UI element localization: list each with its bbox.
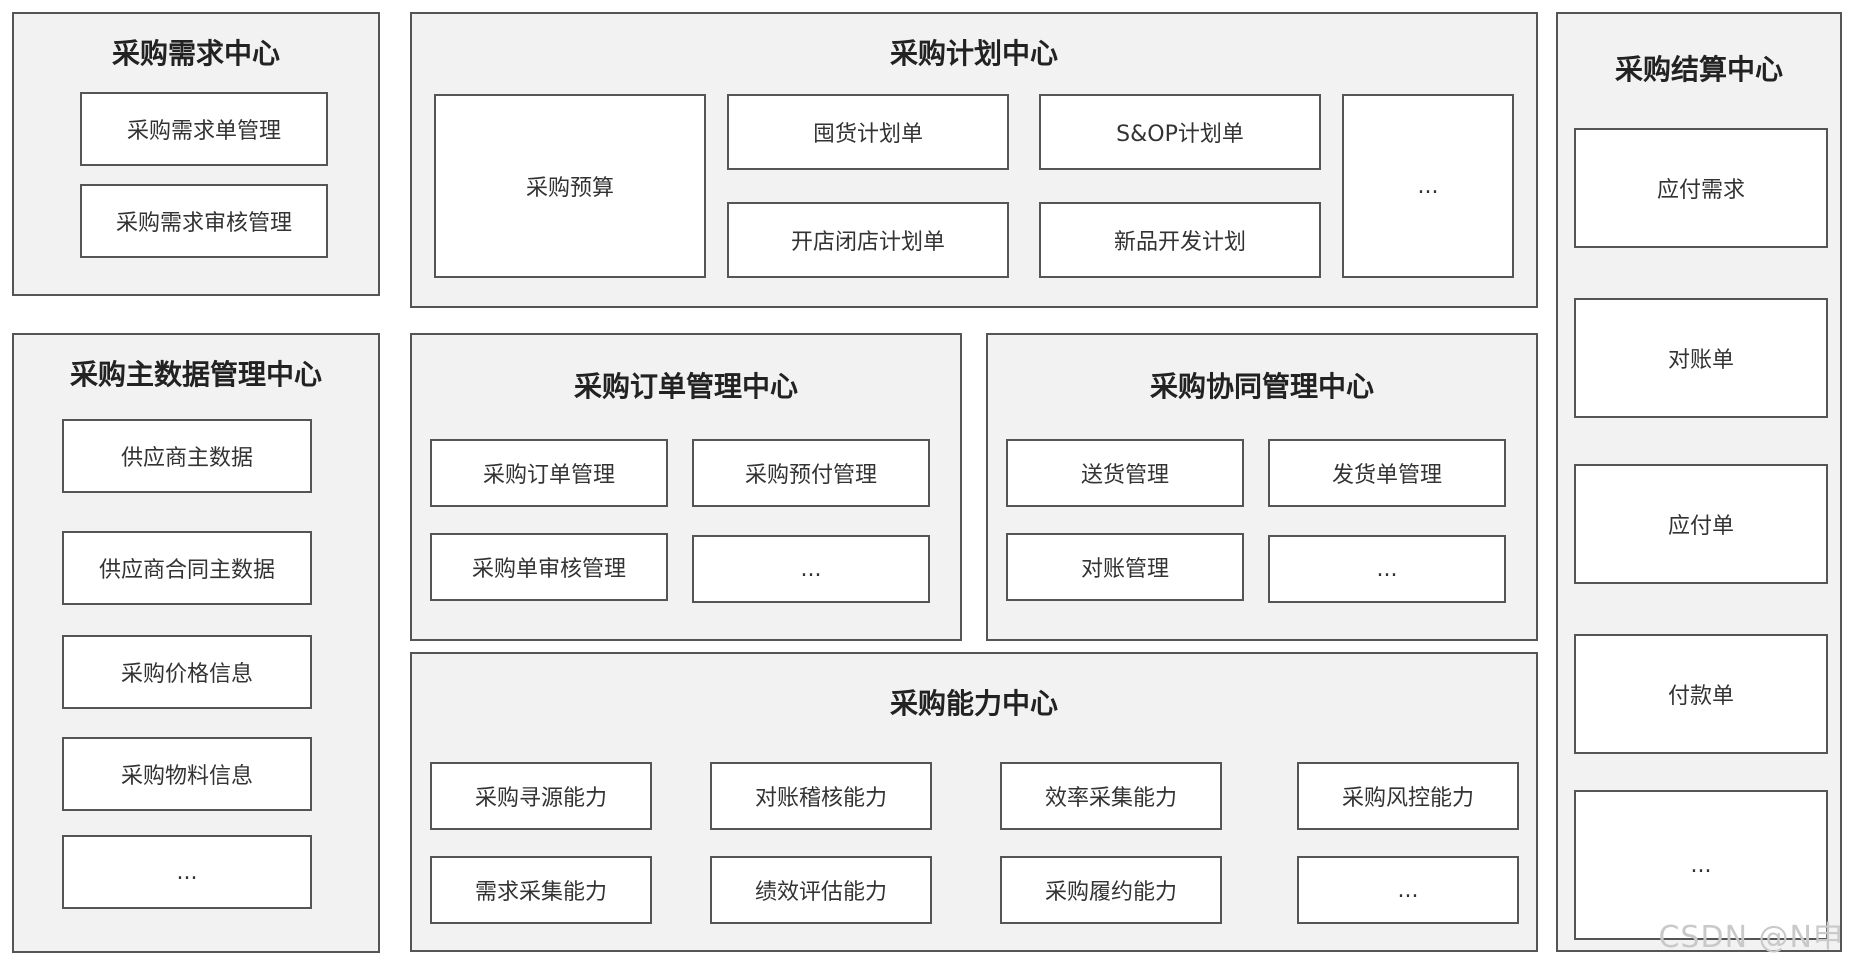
collab-center-title: 采购协同管理中心 — [1149, 370, 1374, 403]
order-center-panel: 采购订单管理中心 采购订单管理 采购预付管理 采购单审核管理 ... — [410, 333, 962, 641]
settlement-center-item[interactable]: 应付单 — [1574, 464, 1828, 584]
capability-item[interactable]: 对账稽核能力 — [710, 762, 932, 830]
master-data-center-panel: 采购主数据管理中心 供应商主数据 供应商合同主数据 采购价格信息 采购物料信息 … — [12, 333, 380, 953]
capability-item[interactable]: 采购风控能力 — [1297, 762, 1519, 830]
collab-center-item[interactable]: ... — [1268, 535, 1506, 603]
demand-center-item[interactable]: 采购需求审核管理 — [80, 184, 328, 258]
plan-center-item[interactable]: 新品开发计划 — [1039, 202, 1321, 278]
plan-center-title: 采购计划中心 — [889, 37, 1058, 70]
plan-center-panel: 采购计划中心 采购预算 囤货计划单 S&OP计划单 开店闭店计划单 新品开发计划… — [410, 12, 1538, 308]
plan-center-item[interactable]: 开店闭店计划单 — [727, 202, 1009, 278]
master-data-center-title: 采购主数据管理中心 — [69, 358, 322, 391]
master-data-item[interactable]: 采购物料信息 — [62, 737, 312, 811]
capability-item[interactable]: 采购履约能力 — [1000, 856, 1222, 924]
capability-center-panel: 采购能力中心 采购寻源能力 对账稽核能力 效率采集能力 采购风控能力 需求采集能… — [410, 652, 1538, 952]
collab-center-item[interactable]: 发货单管理 — [1268, 439, 1506, 507]
capability-item[interactable]: ... — [1297, 856, 1519, 924]
settlement-center-item[interactable]: 付款单 — [1574, 634, 1828, 754]
capability-item[interactable]: 效率采集能力 — [1000, 762, 1222, 830]
master-data-item[interactable]: 采购价格信息 — [62, 635, 312, 709]
plan-center-item[interactable]: ... — [1342, 94, 1514, 278]
plan-center-item[interactable]: S&OP计划单 — [1039, 94, 1321, 170]
plan-center-budget[interactable]: 采购预算 — [434, 94, 706, 278]
capability-item[interactable]: 绩效评估能力 — [710, 856, 932, 924]
collab-center-item[interactable]: 送货管理 — [1006, 439, 1244, 507]
csdn-watermark: CSDN @N申 — [1658, 920, 1844, 955]
collab-center-panel: 采购协同管理中心 送货管理 发货单管理 对账管理 ... — [986, 333, 1538, 641]
settlement-center-item[interactable]: 对账单 — [1574, 298, 1828, 418]
order-center-item[interactable]: 采购订单管理 — [430, 439, 668, 507]
settlement-center-title: 采购结算中心 — [1614, 53, 1783, 86]
order-center-item[interactable]: 采购预付管理 — [692, 439, 930, 507]
order-center-item[interactable]: 采购单审核管理 — [430, 533, 668, 601]
order-center-item[interactable]: ... — [692, 535, 930, 603]
order-center-title: 采购订单管理中心 — [573, 370, 798, 403]
master-data-item[interactable]: ... — [62, 835, 312, 909]
demand-center-title: 采购需求中心 — [111, 37, 280, 70]
demand-center-item[interactable]: 采购需求单管理 — [80, 92, 328, 166]
settlement-center-item[interactable]: ... — [1574, 790, 1828, 940]
settlement-center-panel: 采购结算中心 应付需求 对账单 应付单 付款单 ... — [1556, 12, 1842, 952]
settlement-center-item[interactable]: 应付需求 — [1574, 128, 1828, 248]
capability-center-title: 采购能力中心 — [889, 687, 1058, 720]
master-data-item[interactable]: 供应商主数据 — [62, 419, 312, 493]
plan-center-item[interactable]: 囤货计划单 — [727, 94, 1009, 170]
master-data-item[interactable]: 供应商合同主数据 — [62, 531, 312, 605]
collab-center-item[interactable]: 对账管理 — [1006, 533, 1244, 601]
capability-item[interactable]: 采购寻源能力 — [430, 762, 652, 830]
demand-center-panel: 采购需求中心 采购需求单管理 采购需求审核管理 — [12, 12, 380, 296]
capability-item[interactable]: 需求采集能力 — [430, 856, 652, 924]
